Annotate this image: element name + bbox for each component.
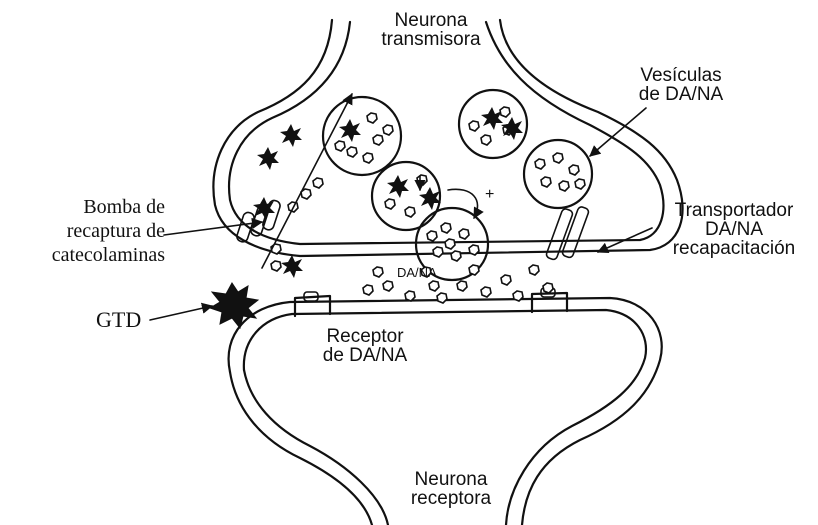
transportador-line-2: DA/NA <box>651 220 817 239</box>
vesiculas-line-2: de DA/NA <box>601 85 761 104</box>
bomba-line-3: catecolaminas <box>10 243 165 267</box>
bomba-line-1: Bomba de <box>10 195 165 219</box>
vesicle-circle-icon <box>524 140 592 208</box>
cleft-molecules <box>363 265 553 303</box>
plus-sign: + <box>485 186 494 204</box>
transportador-label: Transportador DA/NA recapacitación <box>651 201 817 258</box>
receptor-line-1: Receptor <box>300 327 430 346</box>
cleft-label: DA/NA <box>397 265 437 280</box>
bomba-line-2: recaptura de <box>10 219 165 243</box>
dopamine-molecule-icon <box>280 124 302 147</box>
postsynaptic-inner-membrane-left <box>244 370 388 525</box>
receptor-label: Receptor de DA/NA <box>300 327 430 365</box>
transportador-line-3: recapacitación <box>651 239 817 258</box>
gtd-spiky-molecule-icon <box>210 283 258 328</box>
neurona-receptora-line-1: Neurona <box>376 470 526 489</box>
vesicle-circle-icon <box>323 97 401 175</box>
reuptake-arrow <box>262 94 352 268</box>
neurona-transmisora-label: Neurona transmisora <box>346 11 516 49</box>
vesiculas-label: Vesículas de DA/NA <box>601 66 761 104</box>
receptor-line-2: de DA/NA <box>300 346 430 365</box>
vesicle-circle-icon <box>372 162 441 230</box>
gtd-arrow <box>150 306 212 320</box>
receptor-icon <box>295 292 330 316</box>
bomba-label: Bomba de recaptura de catecolaminas <box>10 195 165 267</box>
vesicle-circle-icon <box>459 90 527 158</box>
gtd-label: GTD <box>96 308 141 332</box>
neurona-transmisora-line-2: transmisora <box>346 30 516 49</box>
vesiculas-arrow <box>590 108 646 156</box>
neurona-receptora-line-2: receptora <box>376 489 526 508</box>
postsynaptic-outer-membrane-left <box>230 372 372 525</box>
neurona-receptora-label: Neurona receptora <box>376 470 526 508</box>
bomba-arrow <box>164 222 262 235</box>
transportador-line-1: Transportador <box>651 201 817 220</box>
dopamine-molecule-icon <box>281 255 303 278</box>
vesiculas-line-1: Vesículas <box>601 66 761 85</box>
neurona-transmisora-line-1: Neurona <box>346 11 516 30</box>
dopamine-molecule-icon <box>257 147 279 170</box>
